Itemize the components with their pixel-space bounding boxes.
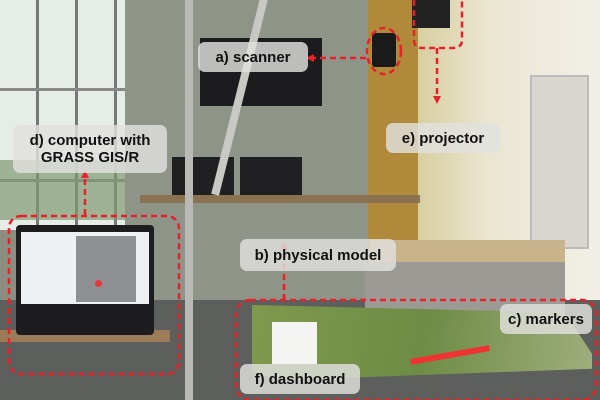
arrowhead [81, 170, 89, 178]
label-scanner: a) scanner [198, 42, 308, 72]
label-computer-line2: GRASS GIS/R [40, 149, 140, 166]
label-projector: e) projector [386, 123, 500, 153]
projected-dashboard [272, 322, 317, 364]
scanner-device [372, 33, 396, 67]
label-markers: c) markers [500, 304, 592, 334]
label-computer: d) computer with GRASS GIS/R [13, 125, 167, 173]
label-physical-model: b) physical model [240, 239, 396, 271]
arrowhead [306, 54, 314, 62]
laptop-map [76, 236, 136, 302]
computer-highlight [7, 214, 181, 376]
scanner-highlight [365, 26, 403, 76]
label-computer-line1: d) computer with [29, 132, 151, 149]
pole [185, 0, 193, 400]
door [530, 75, 589, 249]
arrowhead [433, 96, 441, 104]
desk [140, 195, 420, 203]
label-dashboard: f) dashboard [240, 364, 360, 394]
laptop-map-highlight [95, 280, 102, 287]
projector-device [412, 0, 450, 28]
desk-monitor [240, 157, 302, 195]
model-piece [370, 240, 565, 262]
projector-highlight [412, 0, 464, 50]
model-highlight [234, 298, 598, 400]
